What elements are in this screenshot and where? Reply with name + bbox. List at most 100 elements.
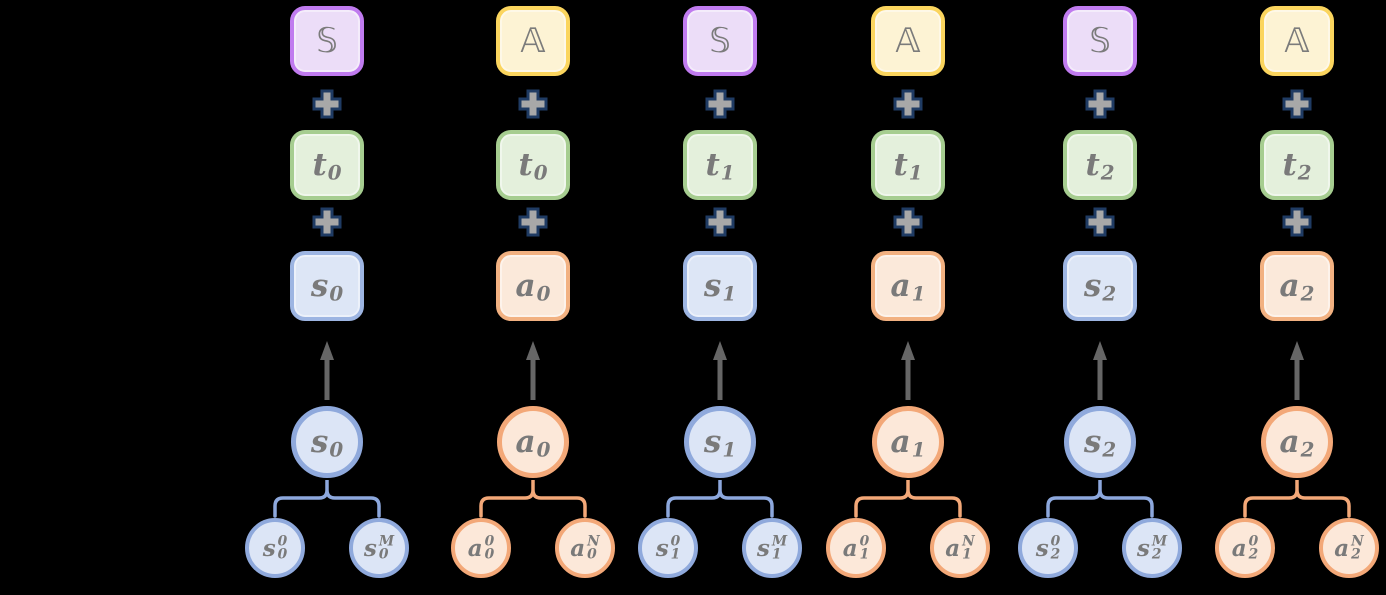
type-embedding-box: 𝔸 bbox=[1260, 6, 1334, 76]
subtoken-base: a bbox=[467, 534, 483, 562]
token-subscript: 1 bbox=[722, 281, 737, 306]
token-subscript: 0 bbox=[329, 281, 344, 306]
up-arrow-icon bbox=[1093, 341, 1107, 400]
brace-connector bbox=[479, 480, 587, 518]
plus-icon bbox=[893, 207, 923, 237]
subtoken-subscript: 2 bbox=[1351, 546, 1361, 563]
circle-base: s bbox=[310, 424, 329, 460]
subtoken-subscript: 2 bbox=[1151, 546, 1162, 563]
brace-connector bbox=[1243, 480, 1351, 518]
brace-connector bbox=[1046, 480, 1154, 518]
circle-base: s bbox=[703, 424, 722, 460]
type-embedding-symbol: 𝔸 bbox=[520, 21, 546, 61]
plus-icon bbox=[1085, 207, 1115, 237]
subtoken-base: s bbox=[262, 534, 276, 562]
circle-subscript: 0 bbox=[536, 437, 551, 462]
subtoken-superscript: 0 bbox=[277, 533, 288, 550]
circle-subscript: 1 bbox=[911, 437, 926, 462]
brace-connector bbox=[666, 480, 774, 518]
subtoken-superscript: 0 bbox=[484, 533, 495, 550]
plus-icon bbox=[518, 207, 548, 237]
plus-icon bbox=[705, 207, 735, 237]
subtoken-subscript: 1 bbox=[771, 546, 782, 563]
token-subscript: 1 bbox=[911, 281, 926, 306]
plus-icon bbox=[1085, 89, 1115, 119]
type-embedding-symbol: 𝕊 bbox=[316, 21, 338, 61]
subtoken-subscript: 2 bbox=[1050, 546, 1061, 563]
token-subscript: 0 bbox=[536, 281, 551, 306]
plus-icon bbox=[518, 89, 548, 119]
time-base: t bbox=[312, 147, 327, 183]
brace-connector bbox=[854, 480, 962, 518]
type-embedding-box: 𝔸 bbox=[871, 6, 945, 76]
subtoken-superscript: N bbox=[962, 533, 975, 550]
subtoken-superscript: M bbox=[1151, 533, 1168, 550]
up-arrow-icon bbox=[526, 341, 540, 400]
subtoken-superscript: 0 bbox=[1248, 533, 1259, 550]
time-subscript: 1 bbox=[720, 160, 735, 185]
subtoken-base: a bbox=[945, 534, 961, 562]
token-base: a bbox=[1279, 268, 1300, 304]
brace-connector bbox=[273, 480, 381, 518]
subtoken-subscript: 1 bbox=[962, 546, 972, 563]
subtoken-subscript: 1 bbox=[859, 546, 870, 563]
subtoken-base: a bbox=[1334, 534, 1350, 562]
time-base: t bbox=[1085, 147, 1100, 183]
subtoken-subscript: 0 bbox=[277, 546, 288, 563]
time-subscript: 0 bbox=[533, 160, 548, 185]
plus-icon bbox=[893, 89, 923, 119]
plus-icon bbox=[1282, 89, 1312, 119]
token-base: a bbox=[515, 268, 536, 304]
subtoken-subscript: 0 bbox=[484, 546, 495, 563]
circle-base: a bbox=[1279, 424, 1300, 460]
type-embedding-box: 𝕊 bbox=[683, 6, 757, 76]
type-embedding-box: 𝕊 bbox=[290, 6, 364, 76]
up-arrow-icon bbox=[320, 341, 334, 400]
token-base: s bbox=[1083, 268, 1102, 304]
subtoken-superscript: N bbox=[587, 533, 600, 550]
type-embedding-symbol: 𝕊 bbox=[1089, 21, 1111, 61]
subtoken-base: s bbox=[1136, 534, 1150, 562]
subtoken-subscript: 2 bbox=[1248, 546, 1259, 563]
subtoken-base: a bbox=[570, 534, 586, 562]
subtoken-base: a bbox=[1231, 534, 1247, 562]
subtoken-superscript: 0 bbox=[670, 533, 681, 550]
type-embedding-box: 𝕊 bbox=[1063, 6, 1137, 76]
token-subscript: 2 bbox=[1300, 281, 1315, 306]
up-arrow-icon bbox=[901, 341, 915, 400]
type-embedding-box: 𝔸 bbox=[496, 6, 570, 76]
token-base: s bbox=[310, 268, 329, 304]
plus-icon bbox=[312, 89, 342, 119]
